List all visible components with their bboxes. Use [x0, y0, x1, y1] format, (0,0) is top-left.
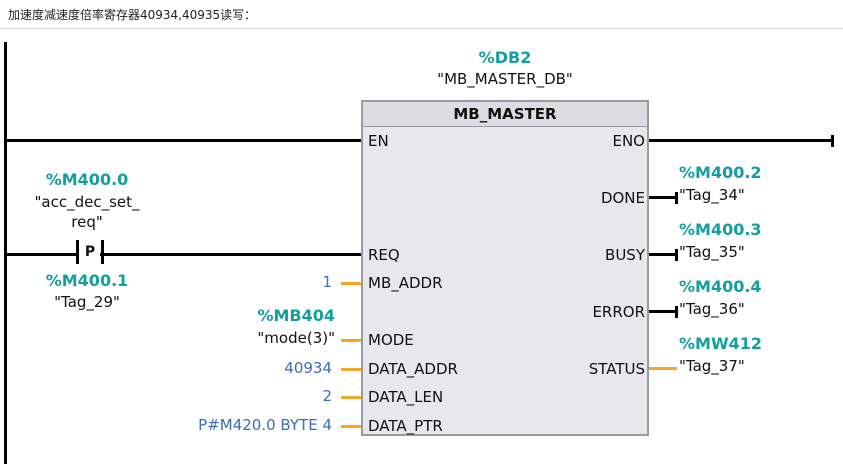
mode-address[interactable]: %MB404 — [257, 306, 335, 325]
contact-operand-name-line2[interactable]: req" — [71, 213, 103, 231]
p-edge-contact[interactable]: P — [76, 240, 104, 264]
network-title-bar: 加速度减速度倍率寄存器40934,40935读写： — [0, 0, 843, 29]
error-name[interactable]: "Tag_36" — [679, 300, 745, 318]
done-address[interactable]: %M400.2 — [679, 163, 762, 182]
p-contact-symbol: P — [84, 244, 96, 260]
pin-eno: ENO — [612, 132, 645, 150]
pin-busy: BUSY — [605, 246, 645, 264]
pin-req: REQ — [368, 246, 400, 264]
block-title: MB_MASTER — [363, 102, 647, 127]
data-addr-value[interactable]: 40934 — [284, 359, 332, 377]
pin-error: ERROR — [592, 303, 645, 321]
done-wire — [649, 196, 677, 199]
eno-wire-end — [831, 135, 834, 147]
pin-mode: MODE — [368, 331, 414, 349]
pin-done: DONE — [600, 189, 645, 207]
pin-data-addr: DATA_ADDR — [368, 360, 458, 378]
error-wire-end — [675, 306, 678, 318]
data-addr-wire — [341, 368, 361, 371]
pin-status: STATUS — [588, 360, 645, 378]
eno-wire — [649, 139, 832, 142]
data-len-value[interactable]: 2 — [322, 387, 332, 405]
contact-operand-address[interactable]: %M400.0 — [45, 170, 129, 189]
done-wire-end — [675, 192, 678, 204]
edge-bit-name[interactable]: "Tag_29" — [54, 293, 120, 311]
status-name[interactable]: "Tag_37" — [679, 357, 745, 375]
pin-data-ptr: DATA_PTR — [368, 417, 443, 435]
done-name[interactable]: "Tag_34" — [679, 186, 745, 204]
network-comment: 加速度减速度倍率寄存器40934,40935读写： — [8, 8, 257, 22]
busy-name[interactable]: "Tag_35" — [679, 243, 745, 261]
busy-address[interactable]: %M400.3 — [679, 220, 762, 239]
instance-db-address[interactable]: %DB2 — [478, 48, 532, 67]
mb-master-block[interactable]: MB_MASTER — [361, 100, 649, 436]
pin-mb-addr: MB_ADDR — [368, 274, 443, 292]
error-wire — [649, 310, 677, 313]
instance-db-name[interactable]: "MB_MASTER_DB" — [437, 70, 573, 88]
en-rung-wire — [4, 139, 362, 142]
contact-operand-name-line1[interactable]: "acc_dec_set_ — [34, 193, 140, 211]
edge-bit-address[interactable]: %M400.1 — [45, 271, 129, 290]
req-rung-wire-right — [100, 253, 362, 256]
pin-data-len: DATA_LEN — [368, 388, 444, 406]
mb-addr-value[interactable]: 1 — [322, 273, 332, 291]
pin-en: EN — [368, 132, 389, 150]
status-wire — [649, 367, 677, 370]
busy-wire-end — [675, 249, 678, 261]
mode-wire — [341, 339, 361, 342]
error-address[interactable]: %M400.4 — [679, 277, 762, 296]
status-address[interactable]: %MW412 — [679, 334, 762, 353]
data-ptr-value[interactable]: P#M420.0 BYTE 4 — [198, 416, 332, 434]
req-rung-wire-left — [4, 253, 78, 256]
data-len-wire — [341, 396, 361, 399]
data-ptr-wire — [341, 425, 361, 428]
mb-addr-wire — [341, 282, 361, 285]
busy-wire — [649, 253, 677, 256]
mode-name[interactable]: "mode(3)" — [257, 329, 335, 347]
